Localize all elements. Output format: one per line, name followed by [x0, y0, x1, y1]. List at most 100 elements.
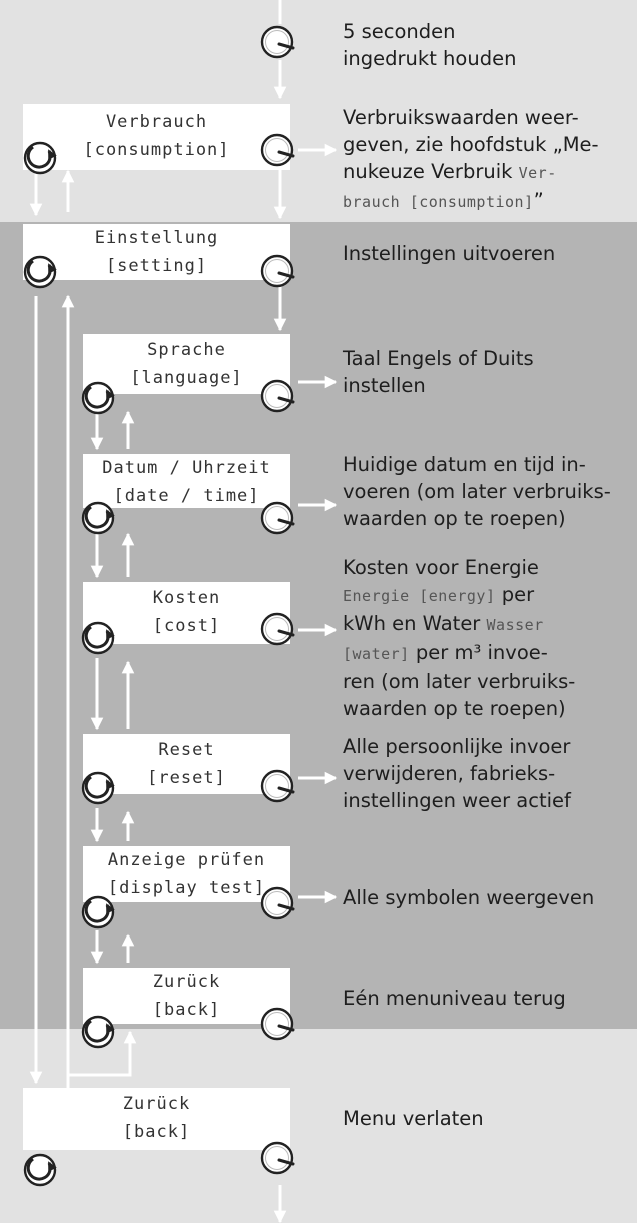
desc-text: Instellingen uitvoeren — [343, 242, 556, 265]
desc-text: Huidige datum en tijd in- — [343, 453, 586, 476]
desc-line: Menu verlaten — [343, 1105, 628, 1132]
desc-text: waarden op te roepen) — [343, 697, 566, 720]
rotate-knob-icon — [83, 897, 113, 927]
lcd-kosten: Kosten [cost] — [83, 582, 290, 644]
knob-icon — [260, 1007, 295, 1041]
desc-mono-text: Ver- — [518, 164, 557, 182]
rotate-knob-icon — [83, 773, 113, 803]
desc-line: instellen — [343, 372, 628, 399]
desc-text: kWh en Water — [343, 612, 487, 635]
lcd-line-1: Einstellung — [94, 228, 219, 248]
desc-zurueck-main: Menu verlaten — [343, 1105, 628, 1132]
desc-mono-text: Wasser — [486, 616, 544, 634]
desc-text: per m³ invoe- — [409, 641, 548, 664]
rotate-knob-icon — [83, 383, 113, 413]
lcd-line-2: [reset] — [147, 768, 226, 788]
desc-sprache: Taal Engels of Duits instellen — [343, 345, 628, 399]
lcd-line-1: Sprache — [147, 340, 226, 360]
knob-icon — [260, 769, 295, 803]
rotate-knob-icon — [25, 143, 55, 173]
knob-icon — [260, 133, 295, 167]
rotate-knob-icon — [25, 1155, 55, 1185]
desc-line: nukeuze Verbruik Ver- — [343, 158, 628, 187]
desc-text: Verbruikswaarden weer- — [343, 106, 579, 129]
desc-text: Taal Engels of Duits — [343, 347, 534, 370]
desc-mono-text: [water] — [343, 645, 410, 663]
lcd-verbrauch: Verbrauch [consumption] — [23, 104, 290, 170]
knob-icon — [260, 254, 295, 288]
lcd-line-1: Anzeige prüfen — [107, 850, 266, 870]
desc-line: instellingen weer actief — [343, 787, 628, 814]
desc-text: instellen — [343, 374, 426, 397]
desc-text: Alle symbolen weergeven — [343, 886, 595, 909]
desc-line: Taal Engels of Duits — [343, 345, 628, 372]
lcd-einstellung: Einstellung [setting] — [23, 224, 290, 280]
knob-icon — [260, 379, 295, 413]
desc-text: ren (om later verbruiks- — [343, 670, 576, 693]
rotate-knob-icon — [83, 503, 113, 533]
desc-line: [water] per m³ invoe- — [343, 639, 628, 668]
lcd-line-1: Reset — [158, 740, 215, 760]
lcd-line-2: [cost] — [152, 616, 221, 636]
lcd-line-2: [display test] — [107, 878, 266, 898]
desc-text: waarden op te roepen) — [343, 507, 566, 530]
desc-verbrauch: Verbruikswaarden weer-geven, zie hoofdst… — [343, 104, 628, 216]
rotate-knob-icon — [25, 257, 55, 287]
desc-line: waarden op te roepen) — [343, 505, 628, 532]
desc-line: Instellingen uitvoeren — [343, 240, 628, 267]
desc-line: ren (om later verbruiks- — [343, 668, 628, 695]
desc-mono-text: brauch [consumption] — [343, 193, 534, 211]
lcd-datum-uhrzeit: Datum / Uhrzeit [date / time] — [83, 454, 290, 508]
desc-line: kWh en Water Wasser — [343, 610, 628, 639]
lcd-line-2: [back] — [152, 1000, 221, 1020]
desc-hold: 5 seconden ingedrukt houden — [343, 18, 628, 72]
desc-line: 5 seconden — [343, 20, 456, 43]
rotate-knob-icon — [83, 1017, 113, 1047]
desc-text: nukeuze Verbruik — [343, 160, 519, 183]
lcd-line-2: [back] — [122, 1122, 191, 1142]
lcd-sprache: Sprache [language] — [83, 334, 290, 394]
lcd-line-1: Zurück — [122, 1094, 191, 1114]
knob-icon — [260, 886, 295, 920]
lcd-zurueck-sub: Zurück [back] — [83, 968, 290, 1024]
desc-line: Verbruikswaarden weer- — [343, 104, 628, 131]
lcd-anzeige-pruefen: Anzeige prüfen [display test] — [83, 846, 290, 902]
knob-icon — [260, 501, 295, 535]
lcd-line-1: Datum / Uhrzeit — [102, 458, 271, 478]
lcd-line-1: Zurück — [152, 972, 221, 992]
desc-text: Eén menuniveau terug — [343, 987, 566, 1010]
lcd-zurueck-main: Zurück [back] — [23, 1088, 290, 1150]
desc-line: ingedrukt houden — [343, 47, 517, 70]
knob-icon — [260, 25, 295, 59]
desc-line: Huidige datum en tijd in- — [343, 451, 628, 478]
desc-line: Alle symbolen weergeven — [343, 884, 628, 911]
desc-text: verwijderen, fabrieks- — [343, 762, 556, 785]
desc-zurueck-sub: Eén menuniveau terug — [343, 985, 628, 1012]
desc-line: Kosten voor Energie — [343, 554, 628, 581]
desc-text: geven, zie hoofdstuk „Me- — [343, 133, 599, 156]
desc-line: Eén menuniveau terug — [343, 985, 628, 1012]
desc-line: brauch [consumption]” — [343, 187, 628, 216]
desc-text: Menu verlaten — [343, 1107, 484, 1130]
desc-line: verwijderen, fabrieks- — [343, 760, 628, 787]
desc-reset: Alle persoonlijke invoer verwijderen, fab… — [343, 733, 628, 814]
lcd-line-1: Verbrauch — [105, 112, 208, 132]
lcd-line-2: [consumption] — [83, 140, 230, 160]
desc-line: geven, zie hoofdstuk „Me- — [343, 131, 628, 158]
lcd-line-2: [language] — [130, 368, 243, 388]
desc-text: instellingen weer actief — [343, 789, 571, 812]
desc-text: Kosten voor Energie — [343, 556, 539, 579]
rotate-knob-icon — [83, 623, 113, 653]
lcd-line-1: Kosten — [152, 588, 221, 608]
desc-datum-uhrzeit: Huidige datum en tijd in-voeren (om late… — [343, 451, 628, 532]
desc-text: per — [495, 583, 535, 606]
desc-text: Alle persoonlijke invoer — [343, 735, 571, 758]
desc-line: Alle persoonlijke invoer — [343, 733, 628, 760]
desc-line: Energie [energy] per — [343, 581, 628, 610]
lcd-line-2: [date / time] — [113, 486, 260, 506]
desc-text: voeren (om later verbruiks- — [343, 480, 611, 503]
lcd-reset: Reset [reset] — [83, 734, 290, 794]
